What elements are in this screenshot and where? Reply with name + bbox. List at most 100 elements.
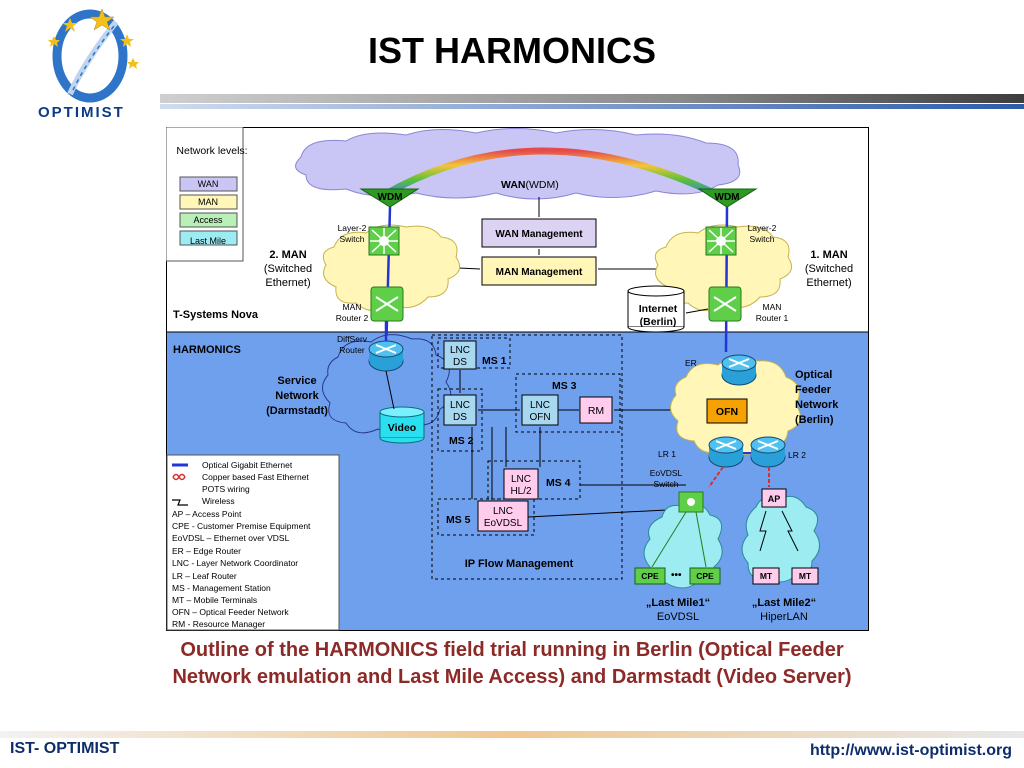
cpe-right-box: [689, 567, 721, 585]
man-management-box: [481, 256, 597, 286]
top-gradient-bar: [160, 94, 1024, 109]
footer-project-name: IST- OPTIMIST: [10, 740, 120, 757]
cpe-right-label: CPE: [696, 571, 714, 581]
figure-caption: Outline of the HARMONICS field trial run…: [172, 639, 852, 688]
diffserv-router-icon: [368, 340, 404, 372]
internet-label: Internet(Berlin): [639, 303, 678, 328]
router-video-link: [385, 370, 395, 410]
internet-cylinder-icon: [627, 285, 685, 333]
wdm-right-node: [697, 188, 758, 208]
last-mile1-label: „Last Mile1“EoVDSL: [646, 597, 710, 623]
abbr-mt: MT – Mobile Terminals: [172, 595, 257, 605]
t-systems-label: T-Systems Nova: [173, 309, 259, 321]
ofn-box: [706, 398, 748, 424]
harmonics-label: HARMONICS: [173, 344, 241, 356]
er-label: ER: [685, 358, 697, 368]
switch-cpe-link-1: [651, 511, 687, 568]
man-router2-icon: [370, 286, 404, 322]
rm-box: [579, 396, 613, 424]
ms4-label: MS 4: [546, 477, 571, 489]
wan-management-box: [481, 218, 597, 248]
bottom-gradient-bar: [0, 731, 1024, 738]
lr2-label: LR 2: [788, 450, 806, 460]
abbr-rm: RM - Resource Manager: [172, 619, 265, 629]
abbr-eovdsl: EoVDSL – Ethernet over VDSL: [172, 533, 290, 543]
video-label: Video: [388, 422, 416, 434]
level-wan-swatch: [179, 176, 238, 192]
edge-router-icon: [721, 354, 757, 386]
wan-rainbow: [382, 147, 720, 199]
wdm-left-label: WDM: [378, 192, 403, 203]
abbreviations-box: [166, 454, 340, 631]
ap-label: AP: [768, 494, 781, 504]
eovdsl-switch-icon: [678, 491, 704, 513]
level-man-swatch: [179, 194, 238, 210]
rm-label: RM: [588, 405, 604, 417]
legend-copper-icon: [172, 473, 186, 481]
page-title: IST HARMONICS: [368, 30, 656, 71]
wireless-link-1: [759, 510, 767, 552]
abbr-ap: AP – Access Point: [172, 509, 242, 519]
mt-right-label: MT: [799, 571, 812, 581]
leaf-router-1-icon: [708, 436, 744, 468]
legend-pots: POTS wiring: [202, 484, 250, 494]
wireless-link-2: [781, 510, 799, 552]
abbr-lr: LR – Leaf Router: [172, 571, 237, 581]
cpe-ellipsis: •••: [671, 570, 682, 581]
logo-ring: [52, 9, 128, 103]
mt-left-box: [752, 567, 780, 585]
abbr-lnc: LNC - Layer Network Coordinator: [172, 558, 298, 568]
abbr-ms: MS - Management Station: [172, 583, 271, 593]
lnc-ds-1-box: [443, 340, 477, 370]
layer2-switch-left-icon: [368, 226, 400, 256]
logo-star-icon: [62, 18, 78, 32]
ap-box: [761, 488, 787, 508]
ms5-link: [527, 508, 687, 518]
logo-star-icon: [48, 36, 60, 47]
ms3-label: MS 3: [552, 380, 577, 392]
ms2-label: MS 2: [449, 435, 474, 447]
legend-wireless-icon: [172, 499, 188, 506]
lnc-eovdsl-box: [477, 500, 529, 532]
logo-text: OPTIMIST: [38, 104, 125, 121]
wdm-left-node: [359, 188, 420, 208]
lnc-ds-2-box: [443, 394, 477, 426]
cpe-left-box: [634, 567, 666, 585]
logo-star-icon: [127, 58, 139, 69]
optimist-logo: [48, 8, 139, 103]
level-lastmile: Last Mile: [190, 236, 226, 246]
last-mile2-label: „Last Mile2“HiperLAN: [752, 597, 816, 623]
layer2-switch-right-icon: [705, 226, 737, 256]
abbr-ofn: OFN – Optical Feeder Network: [172, 607, 289, 617]
ms5-label: MS 5: [446, 514, 471, 526]
video-server-icon: [379, 406, 425, 444]
man-management-label: MAN Management: [496, 267, 583, 278]
level-lastmile-swatch: [179, 230, 238, 246]
leaf-router-2-icon: [750, 436, 786, 468]
copper-link-1: [708, 466, 724, 488]
footer-url-link[interactable]: http://www.ist-optimist.org: [809, 742, 1012, 759]
ms3-region: [515, 373, 621, 433]
ms2-region: [437, 388, 483, 452]
switch-cpe-link-2: [695, 511, 707, 568]
logo-star-icon: [89, 8, 115, 31]
ofn-label: OFN: [716, 406, 738, 418]
logo-road-line: [72, 25, 115, 91]
wan-label: WAN(WDM): [501, 179, 559, 191]
man-router1-icon: [708, 286, 742, 322]
man2-cloud: [322, 224, 461, 311]
abbr-cpe: CPE - Customer Premise Equipment: [172, 521, 311, 531]
